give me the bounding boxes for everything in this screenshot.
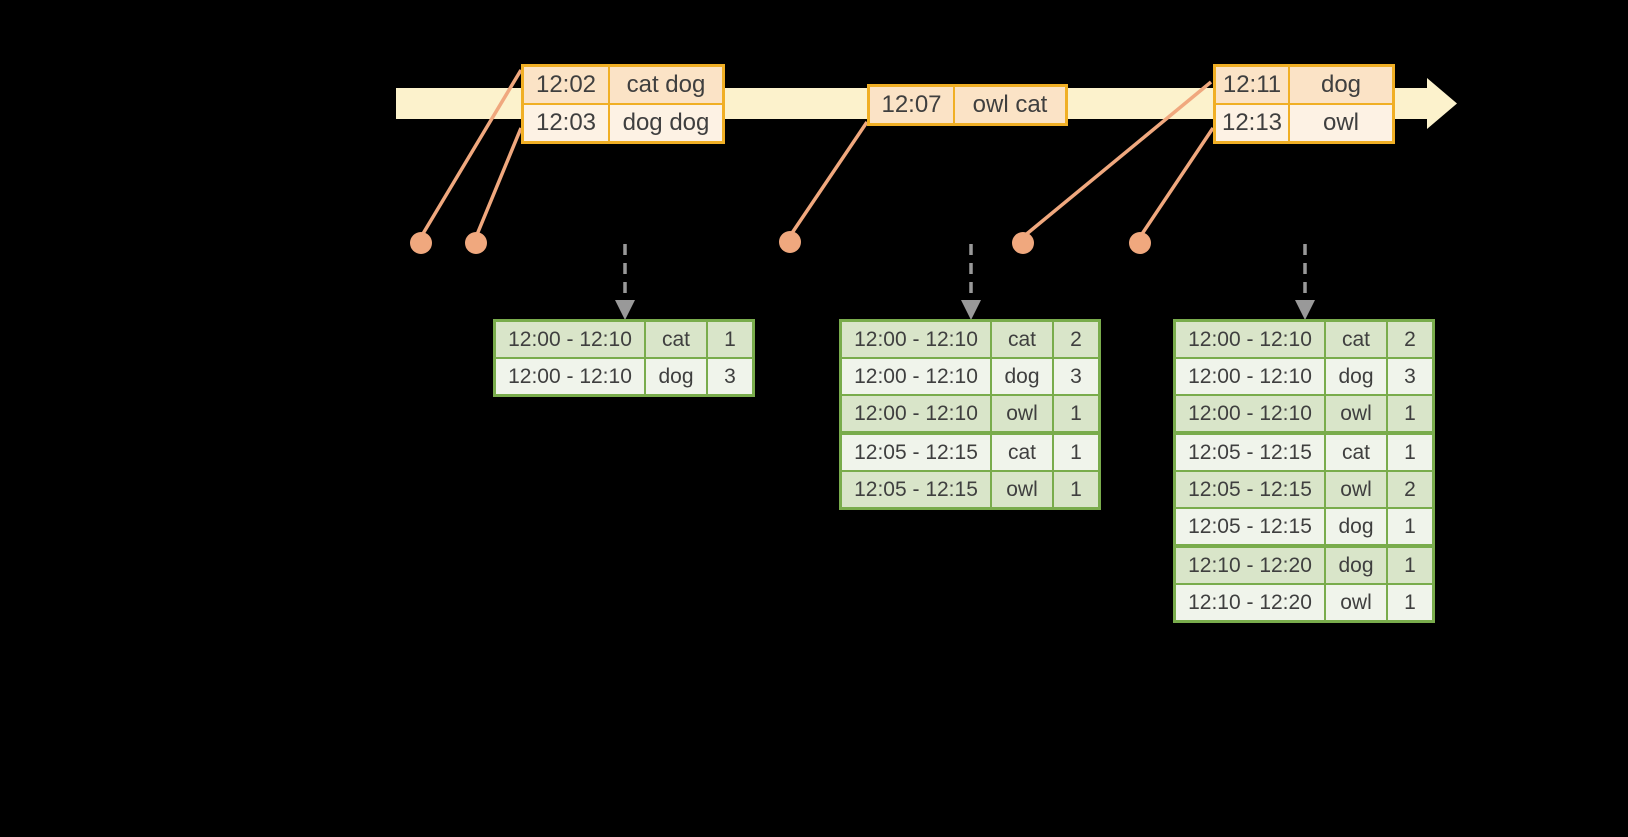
count-cell: 1 — [1388, 396, 1432, 431]
window-cell: 12:00 - 12:10 — [842, 322, 990, 357]
word-cell: owl — [1326, 396, 1386, 431]
count-cell: 2 — [1054, 322, 1098, 357]
window-cell: 12:10 - 12:20 — [1176, 585, 1324, 620]
window-cell: 12:00 - 12:10 — [842, 359, 990, 394]
window-cell: 12:00 - 12:10 — [842, 396, 990, 431]
window-cell: 12:05 - 12:15 — [1176, 435, 1324, 470]
word-cell: dog — [1326, 548, 1386, 583]
count-cell: 3 — [1388, 359, 1432, 394]
count-cell: 2 — [1388, 322, 1432, 357]
trigger-arrowheads — [615, 300, 1315, 320]
count-cell: 2 — [1388, 472, 1432, 507]
word-cell: owl — [992, 472, 1052, 507]
count-cell: 1 — [708, 322, 752, 357]
window-cell: 12:05 - 12:15 — [1176, 472, 1324, 507]
word-cell: owl — [992, 396, 1052, 431]
event-marker-dot — [1129, 232, 1151, 254]
word-cell: cat — [646, 322, 706, 357]
event-time-cell: 12:11 — [1216, 67, 1288, 103]
trigger-arrowhead — [961, 300, 981, 320]
event-marker-line — [1138, 127, 1215, 238]
window-cell: 12:05 - 12:15 — [842, 472, 990, 507]
word-cell: owl — [1326, 472, 1386, 507]
timeline-arrowhead — [1427, 78, 1457, 129]
event-marker-dot — [1012, 232, 1034, 254]
word-cell: dog — [646, 359, 706, 394]
window-cell: 12:00 - 12:10 — [1176, 359, 1324, 394]
window-cell: 12:00 - 12:10 — [496, 322, 644, 357]
trigger-arrowhead — [1295, 300, 1315, 320]
trigger-arrowhead — [615, 300, 635, 320]
event-time-cell: 12:02 — [524, 67, 608, 103]
event-marker-line — [419, 69, 523, 238]
event-marker-line — [474, 127, 523, 238]
word-cell: dog — [1326, 359, 1386, 394]
word-cell: dog — [992, 359, 1052, 394]
event-time-cell: 12:13 — [1216, 105, 1288, 141]
event-marker-dots — [410, 231, 1151, 254]
word-cell: dog — [1326, 509, 1386, 544]
event-marker-lines — [419, 69, 1215, 239]
event-words-cell: dog — [1290, 67, 1392, 103]
window-cell: 12:10 - 12:20 — [1176, 548, 1324, 583]
event-time-cell: 12:03 — [524, 105, 608, 141]
count-cell: 3 — [708, 359, 752, 394]
event-marker-line — [788, 121, 869, 237]
event-words-cell: dog dog — [610, 105, 722, 141]
window-cell: 12:00 - 12:10 — [1176, 322, 1324, 357]
word-cell: owl — [1326, 585, 1386, 620]
count-cell: 1 — [1388, 435, 1432, 470]
count-cell: 1 — [1054, 396, 1098, 431]
window-cell: 12:05 - 12:15 — [1176, 509, 1324, 544]
word-cell: cat — [992, 435, 1052, 470]
count-cell: 1 — [1054, 472, 1098, 507]
window-cell: 12:00 - 12:10 — [496, 359, 644, 394]
event-time-cell: 12:07 — [870, 87, 953, 123]
event-marker-line — [1021, 80, 1213, 239]
event-words-cell: owl — [1290, 105, 1392, 141]
word-cell: cat — [1326, 435, 1386, 470]
trigger-arrows — [623, 244, 1307, 302]
event-words-cell: cat dog — [610, 67, 722, 103]
count-cell: 3 — [1054, 359, 1098, 394]
event-marker-dot — [779, 231, 801, 253]
window-cell: 12:00 - 12:10 — [1176, 396, 1324, 431]
count-cell: 1 — [1388, 585, 1432, 620]
count-cell: 1 — [1054, 435, 1098, 470]
word-cell: cat — [1326, 322, 1386, 357]
window-cell: 12:05 - 12:15 — [842, 435, 990, 470]
count-cell: 1 — [1388, 509, 1432, 544]
event-marker-dot — [410, 232, 432, 254]
event-words-cell: owl cat — [955, 87, 1065, 123]
count-cell: 1 — [1388, 548, 1432, 583]
event-marker-dot — [465, 232, 487, 254]
word-cell: cat — [992, 322, 1052, 357]
